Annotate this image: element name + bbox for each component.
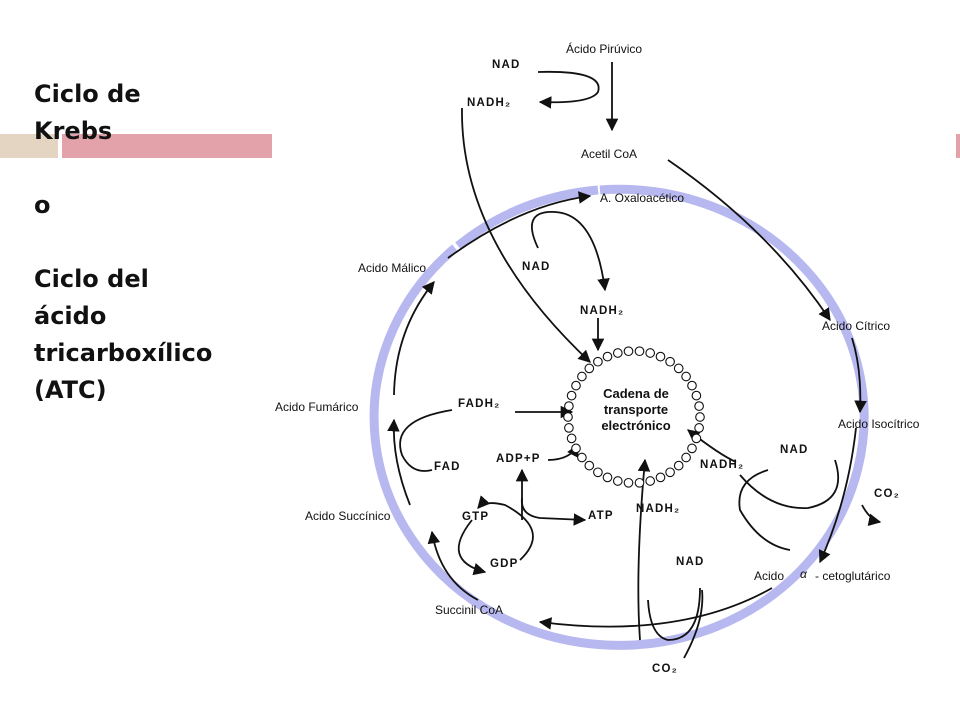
label-acido-fumarico: Acido Fumárico: [275, 400, 359, 414]
title-line-7: (ATC): [34, 376, 107, 404]
decorative-bar-beige: [0, 134, 58, 158]
etc-bead: [691, 433, 702, 444]
label-cetoglutarico-prefix: Acido: [754, 569, 784, 583]
title-line-2: Krebs: [34, 117, 113, 145]
label-nadh2-top: NADH₂: [467, 97, 511, 109]
electron-transport-ring: [563, 346, 705, 488]
etc-bead: [634, 477, 645, 488]
label-co2-bottom: CO₂: [652, 663, 678, 675]
label-gtp: GTP: [462, 511, 489, 523]
label-cadena-line3: electrónico: [601, 418, 670, 433]
label-cadena-line1: Cadena de: [603, 386, 669, 401]
etc-bead: [681, 371, 691, 382]
label-acido-succinico: Acido Succínico: [305, 509, 391, 523]
decorative-bar-edge: [956, 134, 960, 158]
etc-bead: [645, 476, 656, 486]
label-nad-top: NAD: [492, 59, 521, 71]
etc-bead: [665, 467, 675, 478]
slide-title: Ciclo de Krebs o Ciclo del ácido tricarb…: [34, 76, 249, 409]
label-nad-bottom: NAD: [676, 556, 705, 568]
label-nad-right: NAD: [780, 444, 809, 456]
label-cetoglutarico-suffix: - cetoglutárico: [815, 569, 891, 583]
etc-bead: [564, 423, 574, 433]
title-line-1: Ciclo de: [34, 80, 141, 108]
label-cadena-line2: transporte: [604, 402, 668, 417]
etc-bead: [602, 472, 613, 483]
label-succinil-coa: Succinil CoA: [435, 603, 503, 617]
label-nadh2-inner: NADH₂: [580, 305, 624, 317]
etc-bead: [655, 472, 666, 483]
decorative-bar-pink: [62, 134, 272, 158]
etc-bead: [571, 380, 581, 391]
title-line-3: o: [34, 191, 51, 219]
etc-bead: [691, 390, 702, 401]
etc-bead: [566, 433, 577, 444]
label-gdp: GDP: [490, 558, 519, 570]
etc-bead: [584, 363, 595, 374]
etc-bead: [681, 452, 691, 463]
label-fadh2: FADH₂: [458, 398, 500, 410]
etc-bead: [694, 401, 704, 411]
label-nad-inner: NAD: [522, 261, 551, 273]
label-acido-citrico: Acido Cítrico: [822, 319, 890, 333]
etc-bead: [687, 380, 697, 391]
etc-bead: [645, 348, 656, 358]
label-acido-malico: Acido Málico: [358, 261, 426, 275]
etc-bead: [665, 356, 675, 367]
label-fad: FAD: [434, 461, 461, 473]
etc-bead: [634, 346, 645, 357]
etc-bead: [673, 363, 684, 374]
etc-bead: [577, 452, 587, 463]
etc-bead: [593, 356, 603, 367]
etc-bead: [623, 346, 634, 357]
etc-bead: [584, 460, 595, 471]
label-alpha-symbol: α: [800, 567, 808, 581]
etc-bead: [655, 351, 666, 362]
krebs-cycle-diagram: Ácido Pirúvico Acetil CoA A. Oxaloacétic…: [275, 41, 920, 675]
title-spacer: [34, 150, 249, 187]
label-acido-isocitrico: Acido Isocítrico: [838, 417, 920, 431]
label-oxaloacetico: A. Oxaloacético: [600, 191, 684, 205]
etc-bead: [687, 443, 697, 454]
label-nadh2-bottom: NADH₂: [636, 503, 680, 515]
etc-bead: [623, 477, 634, 488]
etc-bead: [673, 460, 684, 471]
etc-bead: [571, 443, 581, 454]
label-acetil-coa: Acetil CoA: [581, 147, 637, 161]
title-line-5: ácido: [34, 302, 107, 330]
etc-bead: [695, 412, 705, 422]
side-arrows: [399, 62, 882, 659]
title-line-6: tricarboxílico: [34, 339, 213, 367]
label-co2-right: CO₂: [874, 488, 900, 500]
label-atp: ATP: [588, 510, 614, 522]
title-line-4: Ciclo del: [34, 265, 149, 293]
etc-bead: [564, 401, 574, 411]
etc-bead: [612, 348, 623, 358]
label-adp-p: ADP+P: [496, 453, 541, 465]
etc-bead: [612, 476, 623, 486]
etc-bead: [563, 412, 573, 422]
label-acido-piruvico: Ácido Pirúvico: [566, 41, 642, 56]
etc-bead: [566, 390, 577, 401]
etc-bead: [694, 423, 704, 433]
title-spacer-2: [34, 224, 249, 261]
etc-bead: [577, 371, 587, 382]
etc-bead: [602, 351, 613, 362]
cycle-arrows: [387, 159, 867, 630]
etc-bead: [593, 467, 603, 478]
label-nadh2-right: NADH₂: [700, 459, 744, 471]
